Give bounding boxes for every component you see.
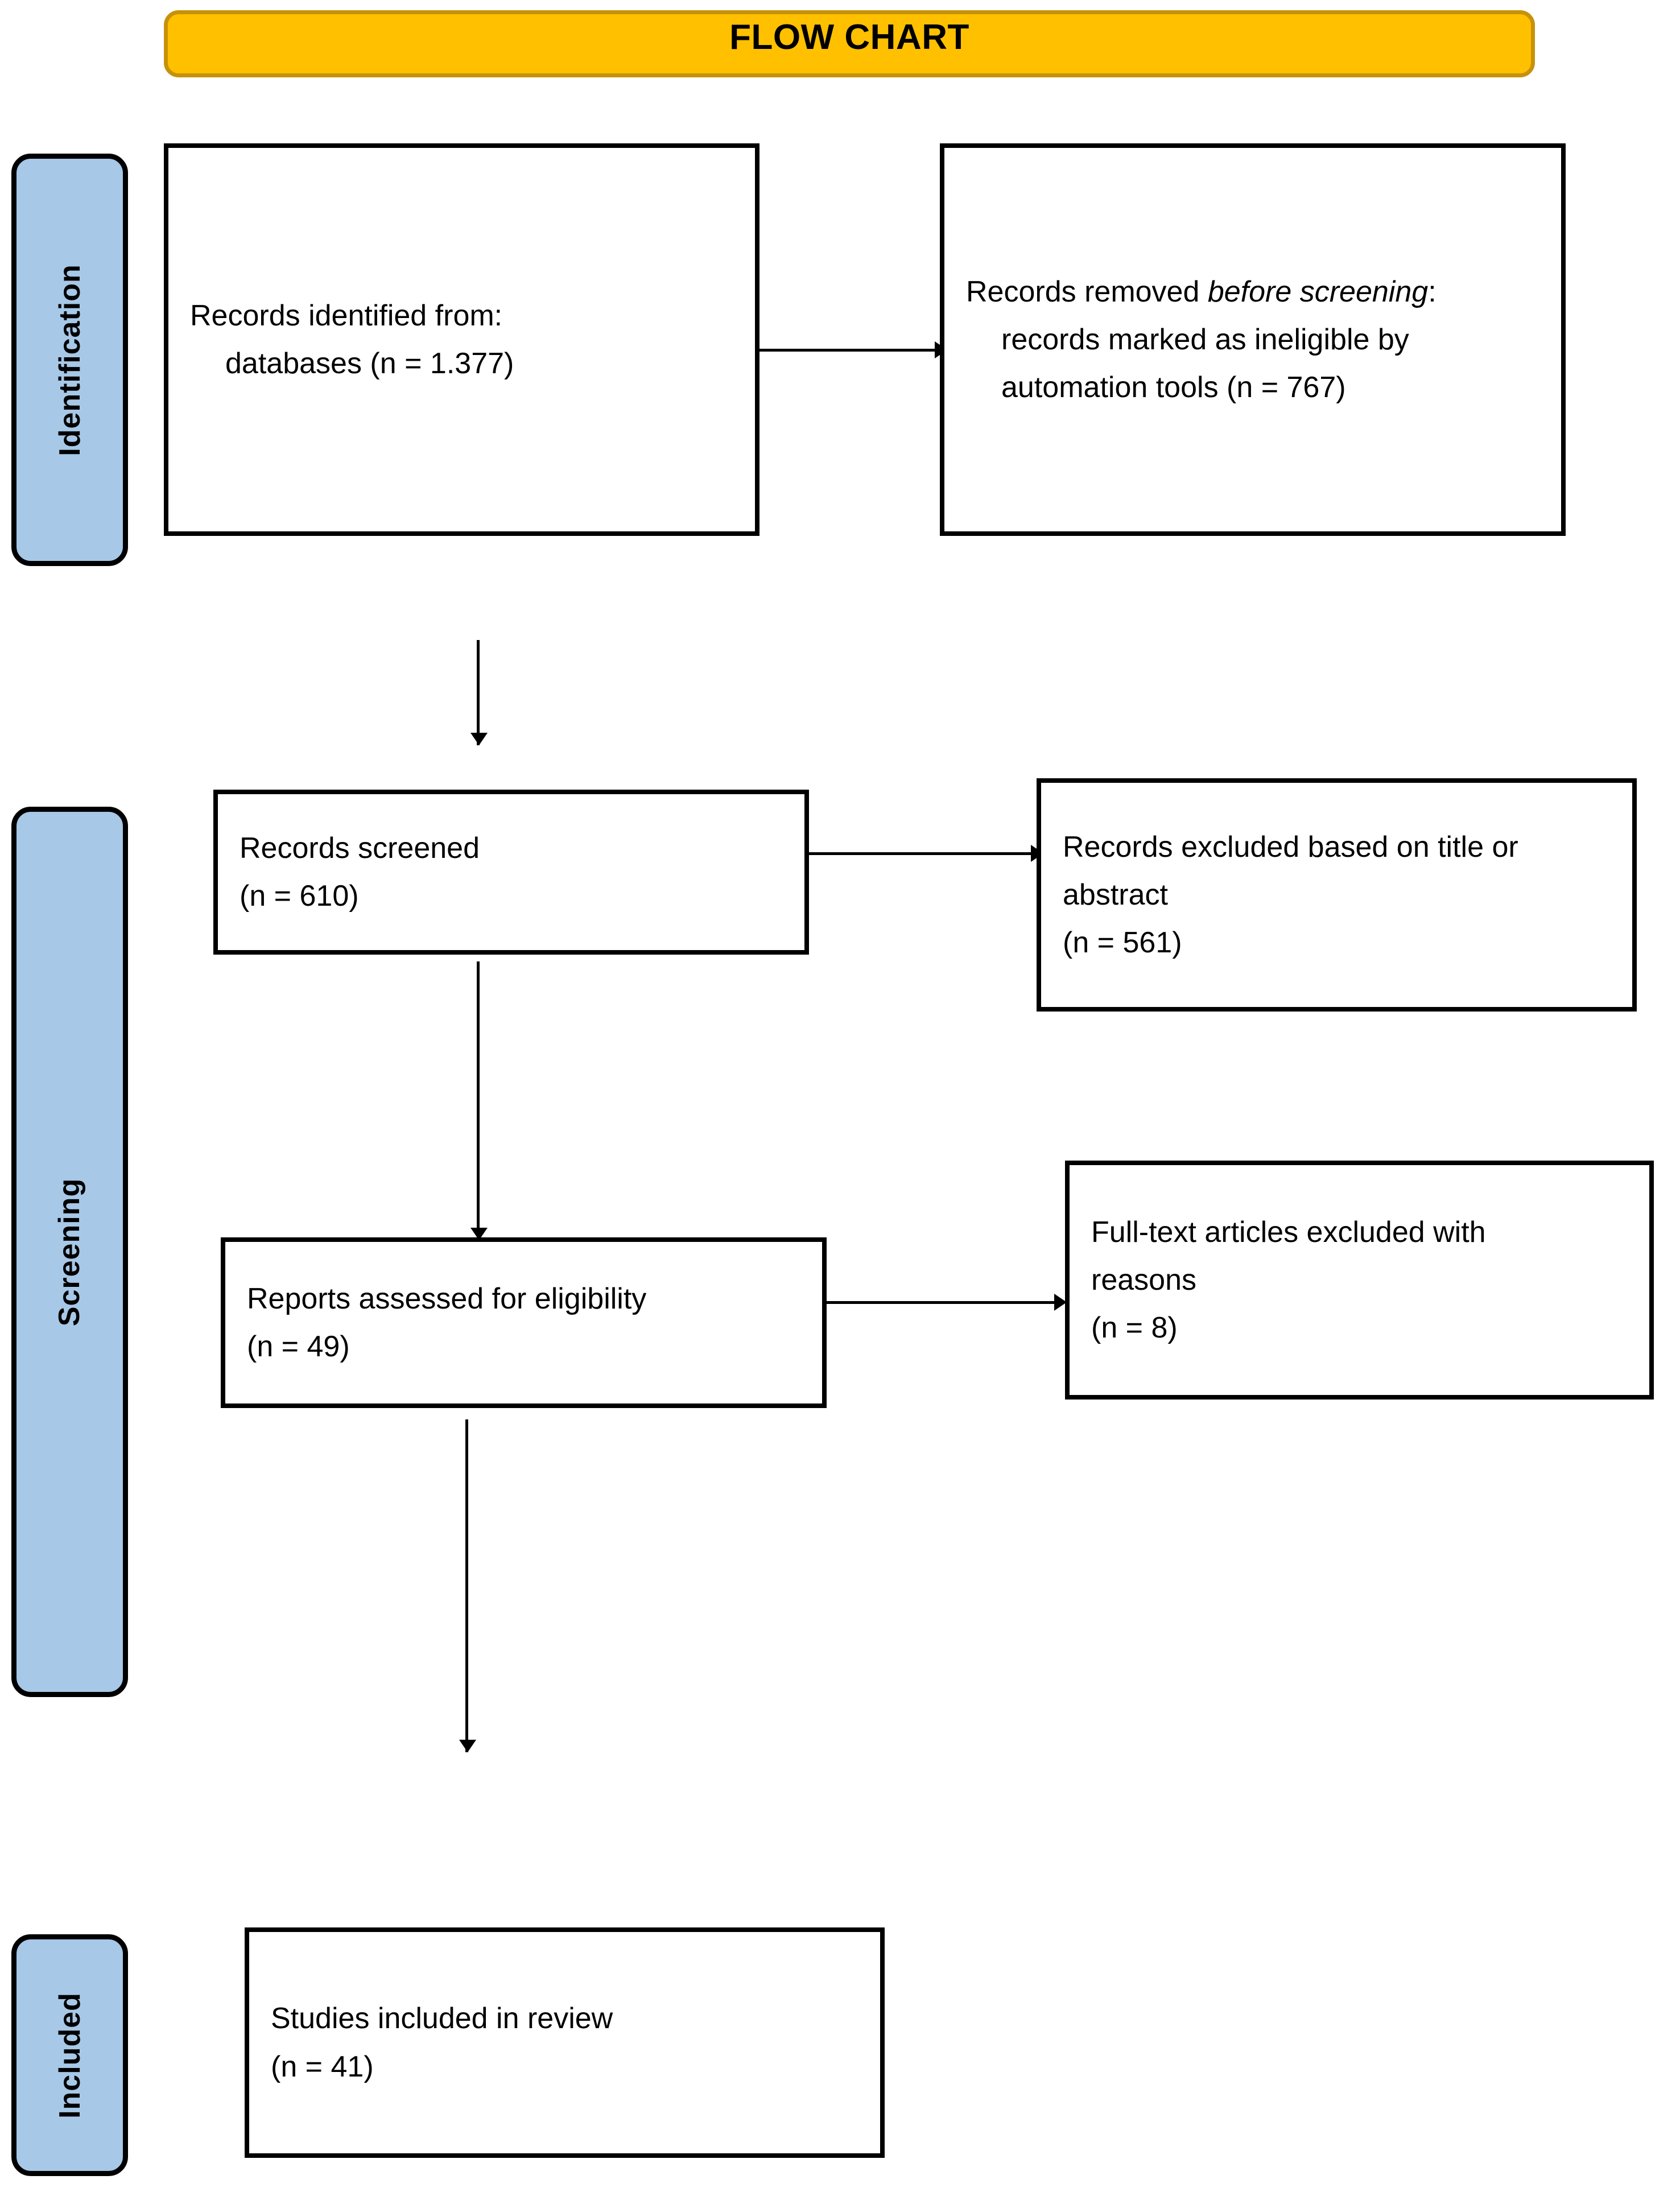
connector-identified-to-screened — [477, 640, 480, 745]
arrowhead-screened-to-assessed — [470, 1228, 488, 1240]
arrowhead-identified-to-screened — [470, 733, 488, 745]
connector-screened-to-assessed — [477, 961, 480, 1240]
records-excluded-line-2: abstract — [1063, 878, 1168, 911]
stage-label-identification: Identification — [53, 263, 86, 456]
stage-sidebar-screening: Screening — [11, 807, 128, 1697]
records-identified-line-2: databases (n = 1.377) — [225, 347, 514, 380]
connector-assessed-to-included — [465, 1419, 468, 1752]
stage-sidebar-identification: Identification — [11, 154, 128, 566]
arrowhead-assessed-to-included — [459, 1740, 476, 1752]
records-removed-line-2: records marked as ineligible by — [1001, 323, 1409, 356]
arrowhead-assessed-to-fulltext — [1054, 1294, 1067, 1311]
box-fulltext-excluded: Full-text articles excluded with reasons… — [1065, 1161, 1654, 1400]
studies-included-line-1: Studies included in review — [271, 2002, 613, 2036]
records-removed-line-1-emphasis: before screening — [1207, 275, 1429, 308]
records-removed-line-1-post: : — [1428, 275, 1437, 308]
records-screened-line-1: Records screened — [240, 831, 480, 865]
box-records-removed: Records removed before screening: record… — [940, 143, 1566, 536]
records-identified-line-1: Records identified from: — [190, 299, 503, 332]
box-records-excluded: Records excluded based on title or abstr… — [1037, 778, 1637, 1012]
records-excluded-line-1: Records excluded based on title or — [1063, 830, 1518, 864]
records-removed-line-3: automation tools (n = 767) — [1001, 371, 1346, 404]
stage-label-included: Included — [53, 1992, 86, 2119]
box-records-screened: Records screened (n = 610) — [213, 790, 809, 955]
box-reports-assessed: Reports assessed for eligibility (n = 49… — [221, 1237, 827, 1408]
studies-included-line-2: (n = 41) — [271, 2050, 374, 2083]
box-studies-included: Studies included in review (n = 41) — [245, 1927, 885, 2158]
box-records-identified: Records identified from: databases (n = … — [164, 143, 759, 536]
connector-screened-to-excluded — [809, 852, 1037, 855]
fulltext-excluded-line-2: reasons — [1091, 1263, 1196, 1297]
fulltext-excluded-line-1: Full-text articles excluded with — [1091, 1215, 1486, 1249]
fulltext-excluded-line-3: (n = 8) — [1091, 1311, 1178, 1345]
connector-assessed-to-fulltext — [827, 1301, 1060, 1304]
stage-label-screening: Screening — [53, 1178, 86, 1326]
page-title: FLOW CHART — [729, 18, 969, 57]
records-removed-line-1: Records removed before screening: — [966, 268, 1539, 316]
records-excluded-line-3: (n = 561) — [1063, 926, 1182, 960]
records-removed-line-1-pre: Records removed — [966, 275, 1208, 308]
reports-assessed-line-1: Reports assessed for eligibility — [247, 1282, 647, 1315]
flow-chart-header-banner: FLOW CHART — [164, 10, 1535, 77]
records-screened-line-2: (n = 610) — [240, 880, 359, 913]
connector-identified-to-removed — [759, 349, 936, 352]
reports-assessed-line-2: (n = 49) — [247, 1330, 350, 1363]
stage-sidebar-included: Included — [11, 1934, 128, 2176]
